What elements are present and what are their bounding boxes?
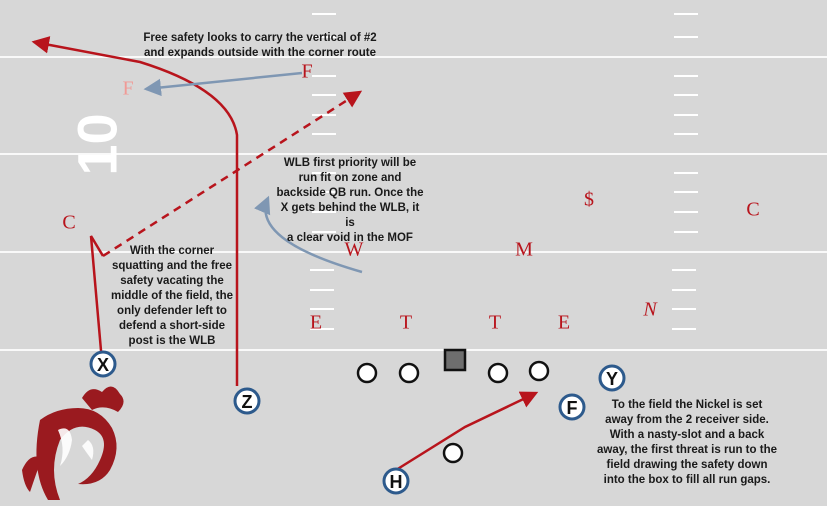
defender-tackle-left: T	[399, 311, 413, 334]
note-corner: With the corner squatting and the free s…	[110, 245, 234, 347]
lineman-right-guard	[487, 362, 509, 384]
yard-number: 10	[65, 113, 129, 176]
yard-lines	[0, 56, 827, 351]
hash-marks-right	[672, 13, 698, 330]
free-safety-arrow	[143, 71, 303, 97]
lineman-left-tackle	[356, 362, 378, 384]
defender-will: W	[344, 238, 364, 261]
back-h: H	[390, 472, 403, 492]
wlb-arrow	[254, 195, 363, 274]
receiver-x: X	[97, 355, 109, 375]
lineman-left-guard	[398, 362, 420, 384]
defender-corner-right: C	[746, 198, 760, 221]
defender-tackle-right: T	[488, 311, 502, 334]
offensive-line	[356, 348, 550, 464]
defender-mike: M	[515, 238, 533, 261]
defender-end-right: E	[557, 311, 571, 334]
defender-free-safety: F	[301, 60, 313, 83]
lineman-right-tackle	[528, 360, 550, 382]
quarterback	[442, 442, 464, 464]
receiver-z: Z	[242, 392, 253, 412]
defender-free-safety-original: F	[122, 77, 134, 100]
center-marker	[443, 348, 467, 372]
x-post-route-dashed	[102, 90, 363, 258]
note-free-safety: Free safety looks to carry the vertical …	[143, 32, 377, 59]
hash-marks-left	[310, 13, 336, 330]
defender-nickel: N	[643, 298, 657, 321]
team-logo	[22, 386, 124, 500]
defender-strong-safety: $	[584, 188, 594, 211]
z-post-route	[31, 36, 239, 386]
note-wlb: WLB first priority will be run fit on zo…	[276, 157, 424, 244]
offense-skill: X Z Y F H	[89, 350, 626, 495]
note-nickel: To the field the Nickel is set away from…	[597, 399, 777, 486]
defender-corner-left: C	[62, 211, 76, 234]
receiver-y: Y	[606, 369, 618, 389]
x-post-route-solid	[89, 235, 105, 363]
defender-end-left: E	[309, 311, 323, 334]
receiver-f: F	[567, 398, 578, 418]
h-route	[395, 391, 539, 472]
